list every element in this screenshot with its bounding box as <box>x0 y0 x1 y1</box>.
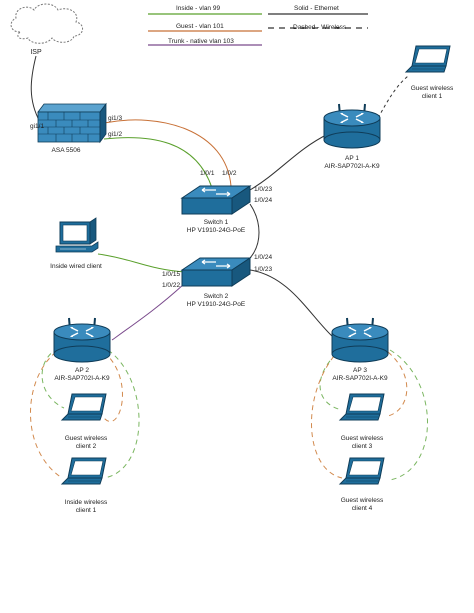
switch2-port-1015: 1/0/15 <box>162 271 180 278</box>
link-ap2-guest2-b <box>103 349 140 479</box>
link-ap2-inside1 <box>103 351 123 422</box>
laptop-icon-guest1 <box>405 45 451 73</box>
guest2-line2: client 2 <box>76 443 97 450</box>
switch2-port-1023: 1/0/23 <box>254 266 272 273</box>
inside1-line1: Inside wireless <box>65 499 108 506</box>
guest4-line2: client 4 <box>352 505 373 512</box>
switch2-icon <box>181 257 251 287</box>
isp-cloud <box>10 3 83 44</box>
guest3-line2: client 3 <box>352 443 373 450</box>
switch1-model: HP V1910-24G-PoE <box>187 227 246 234</box>
wired-client-label: Inside wired client <box>50 263 102 270</box>
ap1-icon <box>323 103 381 149</box>
guest1-line2: client 1 <box>422 93 443 100</box>
legend-dashed-label: Dashed - Wireless <box>293 24 347 31</box>
ap3-name: AP 3 <box>353 367 367 374</box>
ap1-model: AIR-SAP702I-A-K9 <box>324 163 380 170</box>
switch1-name: Switch 1 <box>204 219 229 226</box>
ap2-name: AP 2 <box>75 367 89 374</box>
inside1-line2: client 1 <box>76 507 97 514</box>
switch2-port-1022: 1/0/22 <box>162 282 180 289</box>
legend-solid-label: Solid - Ethernet <box>294 5 339 12</box>
switch1-port-101: 1/0/1 <box>200 170 215 177</box>
link-ap2-guest2 <box>41 347 65 409</box>
link-switch2-ap2 <box>111 283 185 341</box>
link-switch1-ap1 <box>249 133 329 191</box>
desktop-icon <box>55 217 99 253</box>
switch2-name: Switch 2 <box>204 293 229 300</box>
laptop-icon-guest2 <box>61 393 107 421</box>
firewall-icon <box>37 102 107 144</box>
asa-port-gi12: gi1/2 <box>108 131 122 138</box>
link-ap2-inside1-b <box>30 351 63 479</box>
asa-port-gi11: gi1/1 <box>30 123 44 130</box>
legend-guest-label: Guest - vlan 101 <box>176 23 224 30</box>
laptop-icon-guest3 <box>339 393 385 421</box>
link-asa-switch1-guest <box>103 119 232 187</box>
switch1-port-1024: 1/0/24 <box>254 197 272 204</box>
ap1-name: AP 1 <box>345 155 359 162</box>
switch2-port-1024: 1/0/24 <box>254 254 272 261</box>
link-wired-switch2 <box>97 253 187 273</box>
link-switch1-switch2 <box>249 203 260 259</box>
laptop-icon-inside1 <box>61 457 107 485</box>
link-asa-switch1-inside <box>103 137 213 189</box>
legend-inside-label: Inside - vlan 99 <box>176 5 220 12</box>
ap2-model: AIR-SAP702I-A-K9 <box>54 375 110 382</box>
switch2-model: HP V1910-24G-PoE <box>187 301 246 308</box>
guest4-line1: Guest wireless <box>341 497 384 504</box>
legend-trunk-label: Trunk - native vlan 103 <box>168 38 234 45</box>
isp-label: ISP <box>30 49 42 56</box>
links <box>30 55 428 481</box>
asa-label: ASA 5506 <box>52 147 81 154</box>
switch1-icon <box>181 185 251 215</box>
ap2-icon <box>53 317 111 363</box>
ap3-icon <box>331 317 389 363</box>
asa-port-gi13: gi1/3 <box>108 115 122 122</box>
guest3-line1: Guest wireless <box>341 435 384 442</box>
link-isp-asa <box>30 55 41 123</box>
link-switch2-ap3 <box>249 269 335 339</box>
ap3-model: AIR-SAP702I-A-K9 <box>332 375 388 382</box>
link-ap3-guest4 <box>311 355 343 479</box>
link-ap3-guest4-b <box>389 349 428 481</box>
link-ap3-guest3 <box>319 353 343 411</box>
link-ap1-guest1 <box>377 75 409 119</box>
switch1-port-1023: 1/0/23 <box>254 186 272 193</box>
link-ap3-guest3-b <box>387 351 408 417</box>
guest1-line1: Guest wireless <box>411 85 454 92</box>
switch1-port-102: 1/0/2 <box>222 170 237 177</box>
laptop-icon-guest4 <box>339 457 385 485</box>
guest2-line1: Guest wireless <box>65 435 108 442</box>
legend: Inside - vlan 99 Guest - vlan 101 Trunk … <box>148 5 368 46</box>
